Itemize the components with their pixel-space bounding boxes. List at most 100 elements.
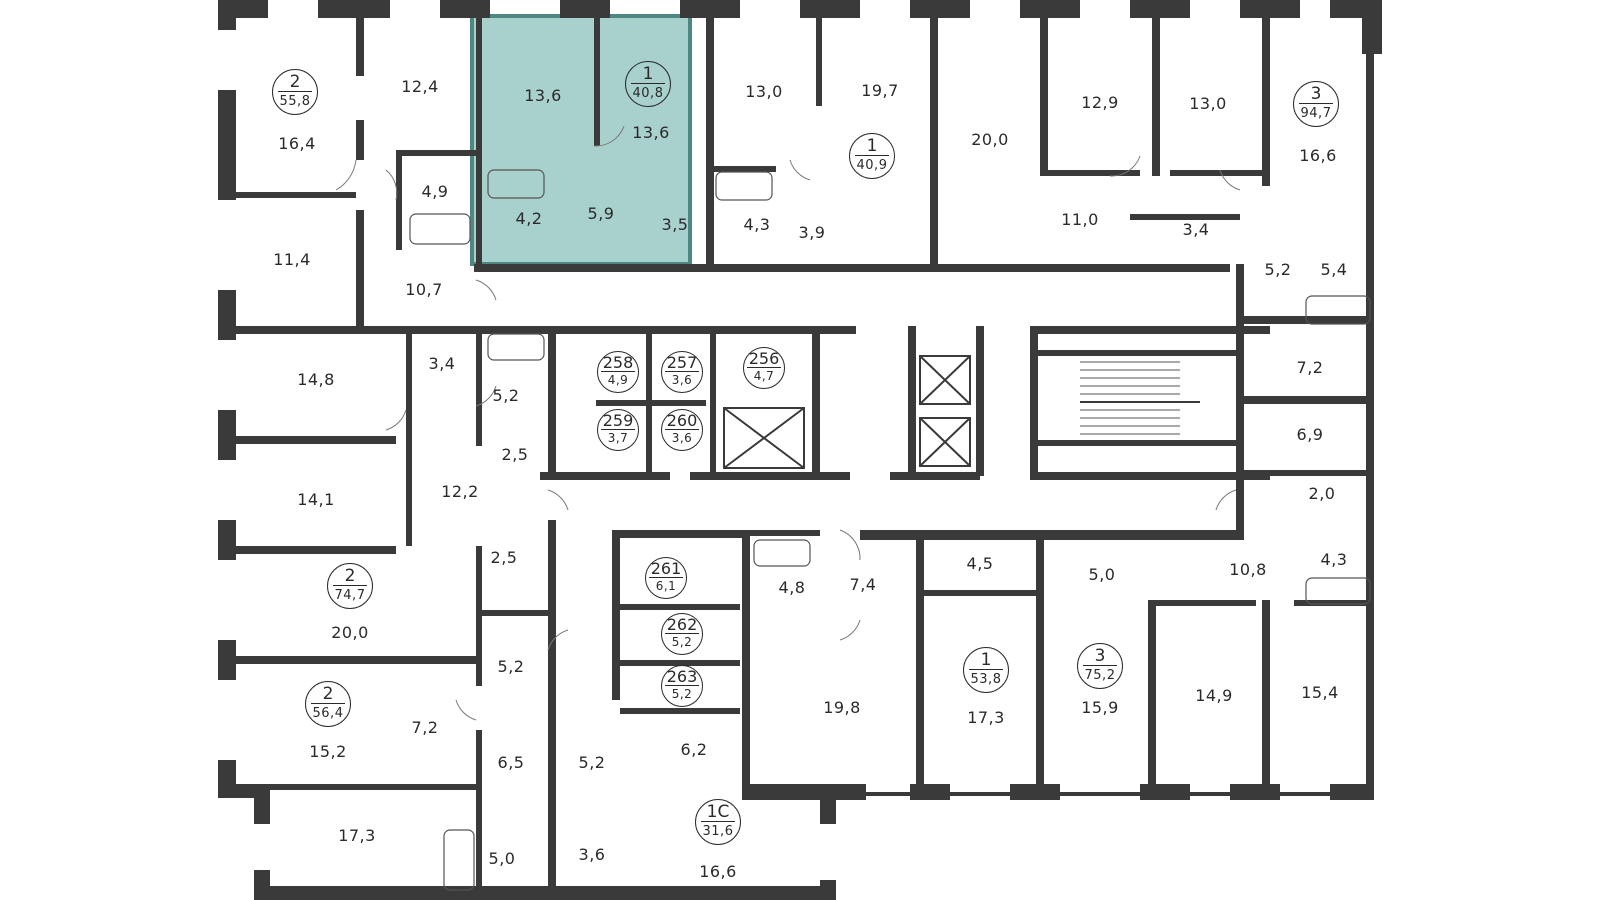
storeroom-number: 257 [666,353,698,372]
room-area-label: 13,0 [1189,94,1227,113]
room-area-label: 20,0 [331,623,369,642]
apartment-badge[interactable]: 3 75,2 [1077,643,1123,689]
storeroom-badge[interactable]: 261 6,1 [645,557,687,599]
room-area-label: 7,2 [411,718,439,737]
room-area-label: 13,6 [524,86,562,105]
room-area-label: 6,2 [680,740,708,759]
apartment-badge[interactable]: 2 56,4 [305,681,351,727]
badge-divider [665,371,699,372]
storeroom-area: 3,7 [607,431,629,445]
storeroom-number: 259 [602,411,634,430]
storeroom-badge[interactable]: 256 4,7 [743,347,785,389]
storeroom-area: 3,6 [671,373,693,387]
storeroom-number: 262 [666,615,698,634]
room-area-label: 5,4 [1320,260,1348,279]
apartment-badge[interactable]: 2 55,8 [272,69,318,115]
apartment-area: 75,2 [1084,668,1116,683]
room-area-label: 5,9 [587,204,615,223]
storeroom-number: 258 [602,353,634,372]
apartment-rooms: 3 [1310,84,1322,104]
room-area-label: 4,5 [966,554,994,573]
room-area-label: 3,6 [578,845,606,864]
apartment-rooms: 2 [289,72,301,92]
room-area-label: 2,0 [1308,484,1336,503]
room-area-label: 16,6 [699,862,737,881]
storeroom-badge[interactable]: 259 3,7 [597,409,639,451]
storeroom-badge[interactable]: 258 4,9 [597,351,639,393]
room-area-label: 12,4 [401,77,439,96]
apartment-area: 55,8 [279,94,311,109]
room-area-label: 4,9 [421,182,449,201]
apartment-badge-selected[interactable]: 1 40,8 [625,61,671,107]
selected-apartment-highlight[interactable] [470,14,692,266]
room-area-label: 2,5 [501,445,529,464]
apartment-badge[interactable]: 1 40,9 [849,133,895,179]
badge-divider [747,367,781,368]
room-area-label: 7,2 [1296,358,1324,377]
storeroom-badge[interactable]: 260 3,6 [661,409,703,451]
badge-divider [665,633,699,634]
badge-divider [665,685,699,686]
room-area-label: 12,2 [441,482,479,501]
storeroom-badge[interactable]: 257 3,6 [661,351,703,393]
staircase [1080,361,1200,435]
apartment-badge[interactable]: 3 94,7 [1293,81,1339,127]
badge-divider [311,703,345,704]
storeroom-area: 3,6 [671,431,693,445]
storeroom-number: 263 [666,667,698,686]
walls [218,0,1382,900]
apartment-rooms: 3 [1094,646,1106,666]
apartment-area: 56,4 [312,706,344,721]
room-area-label: 7,4 [849,575,877,594]
badge-divider [649,577,683,578]
apartment-area: 53,8 [970,672,1002,687]
badge-divider [601,429,635,430]
storeroom-area: 4,7 [753,369,775,383]
room-area-label: 13,6 [632,123,670,142]
apartment-rooms: 1 [642,64,654,84]
room-area-label: 6,5 [497,753,525,772]
storeroom-area: 4,9 [607,373,629,387]
room-area-label: 11,4 [273,250,311,269]
storeroom-badge[interactable]: 262 5,2 [661,613,703,655]
room-area-label: 12,9 [1081,93,1119,112]
apartment-rooms: 2 [322,684,334,704]
storeroom-area: 6,1 [655,579,677,593]
room-area-label: 16,4 [278,134,316,153]
room-area-label: 10,7 [405,280,443,299]
room-area-label: 16,6 [1299,146,1337,165]
room-area-label: 11,0 [1061,210,1099,229]
room-area-label: 5,2 [1264,260,1292,279]
room-area-label: 2,5 [490,548,518,567]
room-area-label: 19,7 [861,81,899,100]
storeroom-badge[interactable]: 263 5,2 [661,665,703,707]
apartment-area: 31,6 [702,824,734,839]
apartment-rooms: 2 [344,566,356,586]
apartment-badge[interactable]: 1С 31,6 [695,799,741,845]
storeroom-area: 5,2 [671,687,693,701]
apartment-badge[interactable]: 2 74,7 [327,563,373,609]
room-area-label: 5,2 [497,657,525,676]
room-area-label: 10,8 [1229,560,1267,579]
elevator-shafts [723,355,971,469]
room-area-label: 5,0 [488,849,516,868]
badge-divider [855,155,889,156]
room-area-label: 5,0 [1088,565,1116,584]
storeroom-area: 5,2 [671,635,693,649]
apartment-badge[interactable]: 1 53,8 [963,647,1009,693]
apartment-area: 94,7 [1300,106,1332,121]
badge-divider [1083,665,1117,666]
room-area-label: 13,0 [745,82,783,101]
room-area-label: 3,4 [428,354,456,373]
room-area-label: 3,4 [1182,220,1210,239]
room-area-label: 17,3 [967,708,1005,727]
apartment-area: 74,7 [334,588,366,603]
badge-divider [665,429,699,430]
bathtubs [409,169,1371,891]
badge-divider [601,371,635,372]
apartment-rooms: 1С [706,802,730,822]
badge-divider [1299,103,1333,104]
storeroom-number: 261 [650,559,682,578]
room-area-label: 14,9 [1195,686,1233,705]
